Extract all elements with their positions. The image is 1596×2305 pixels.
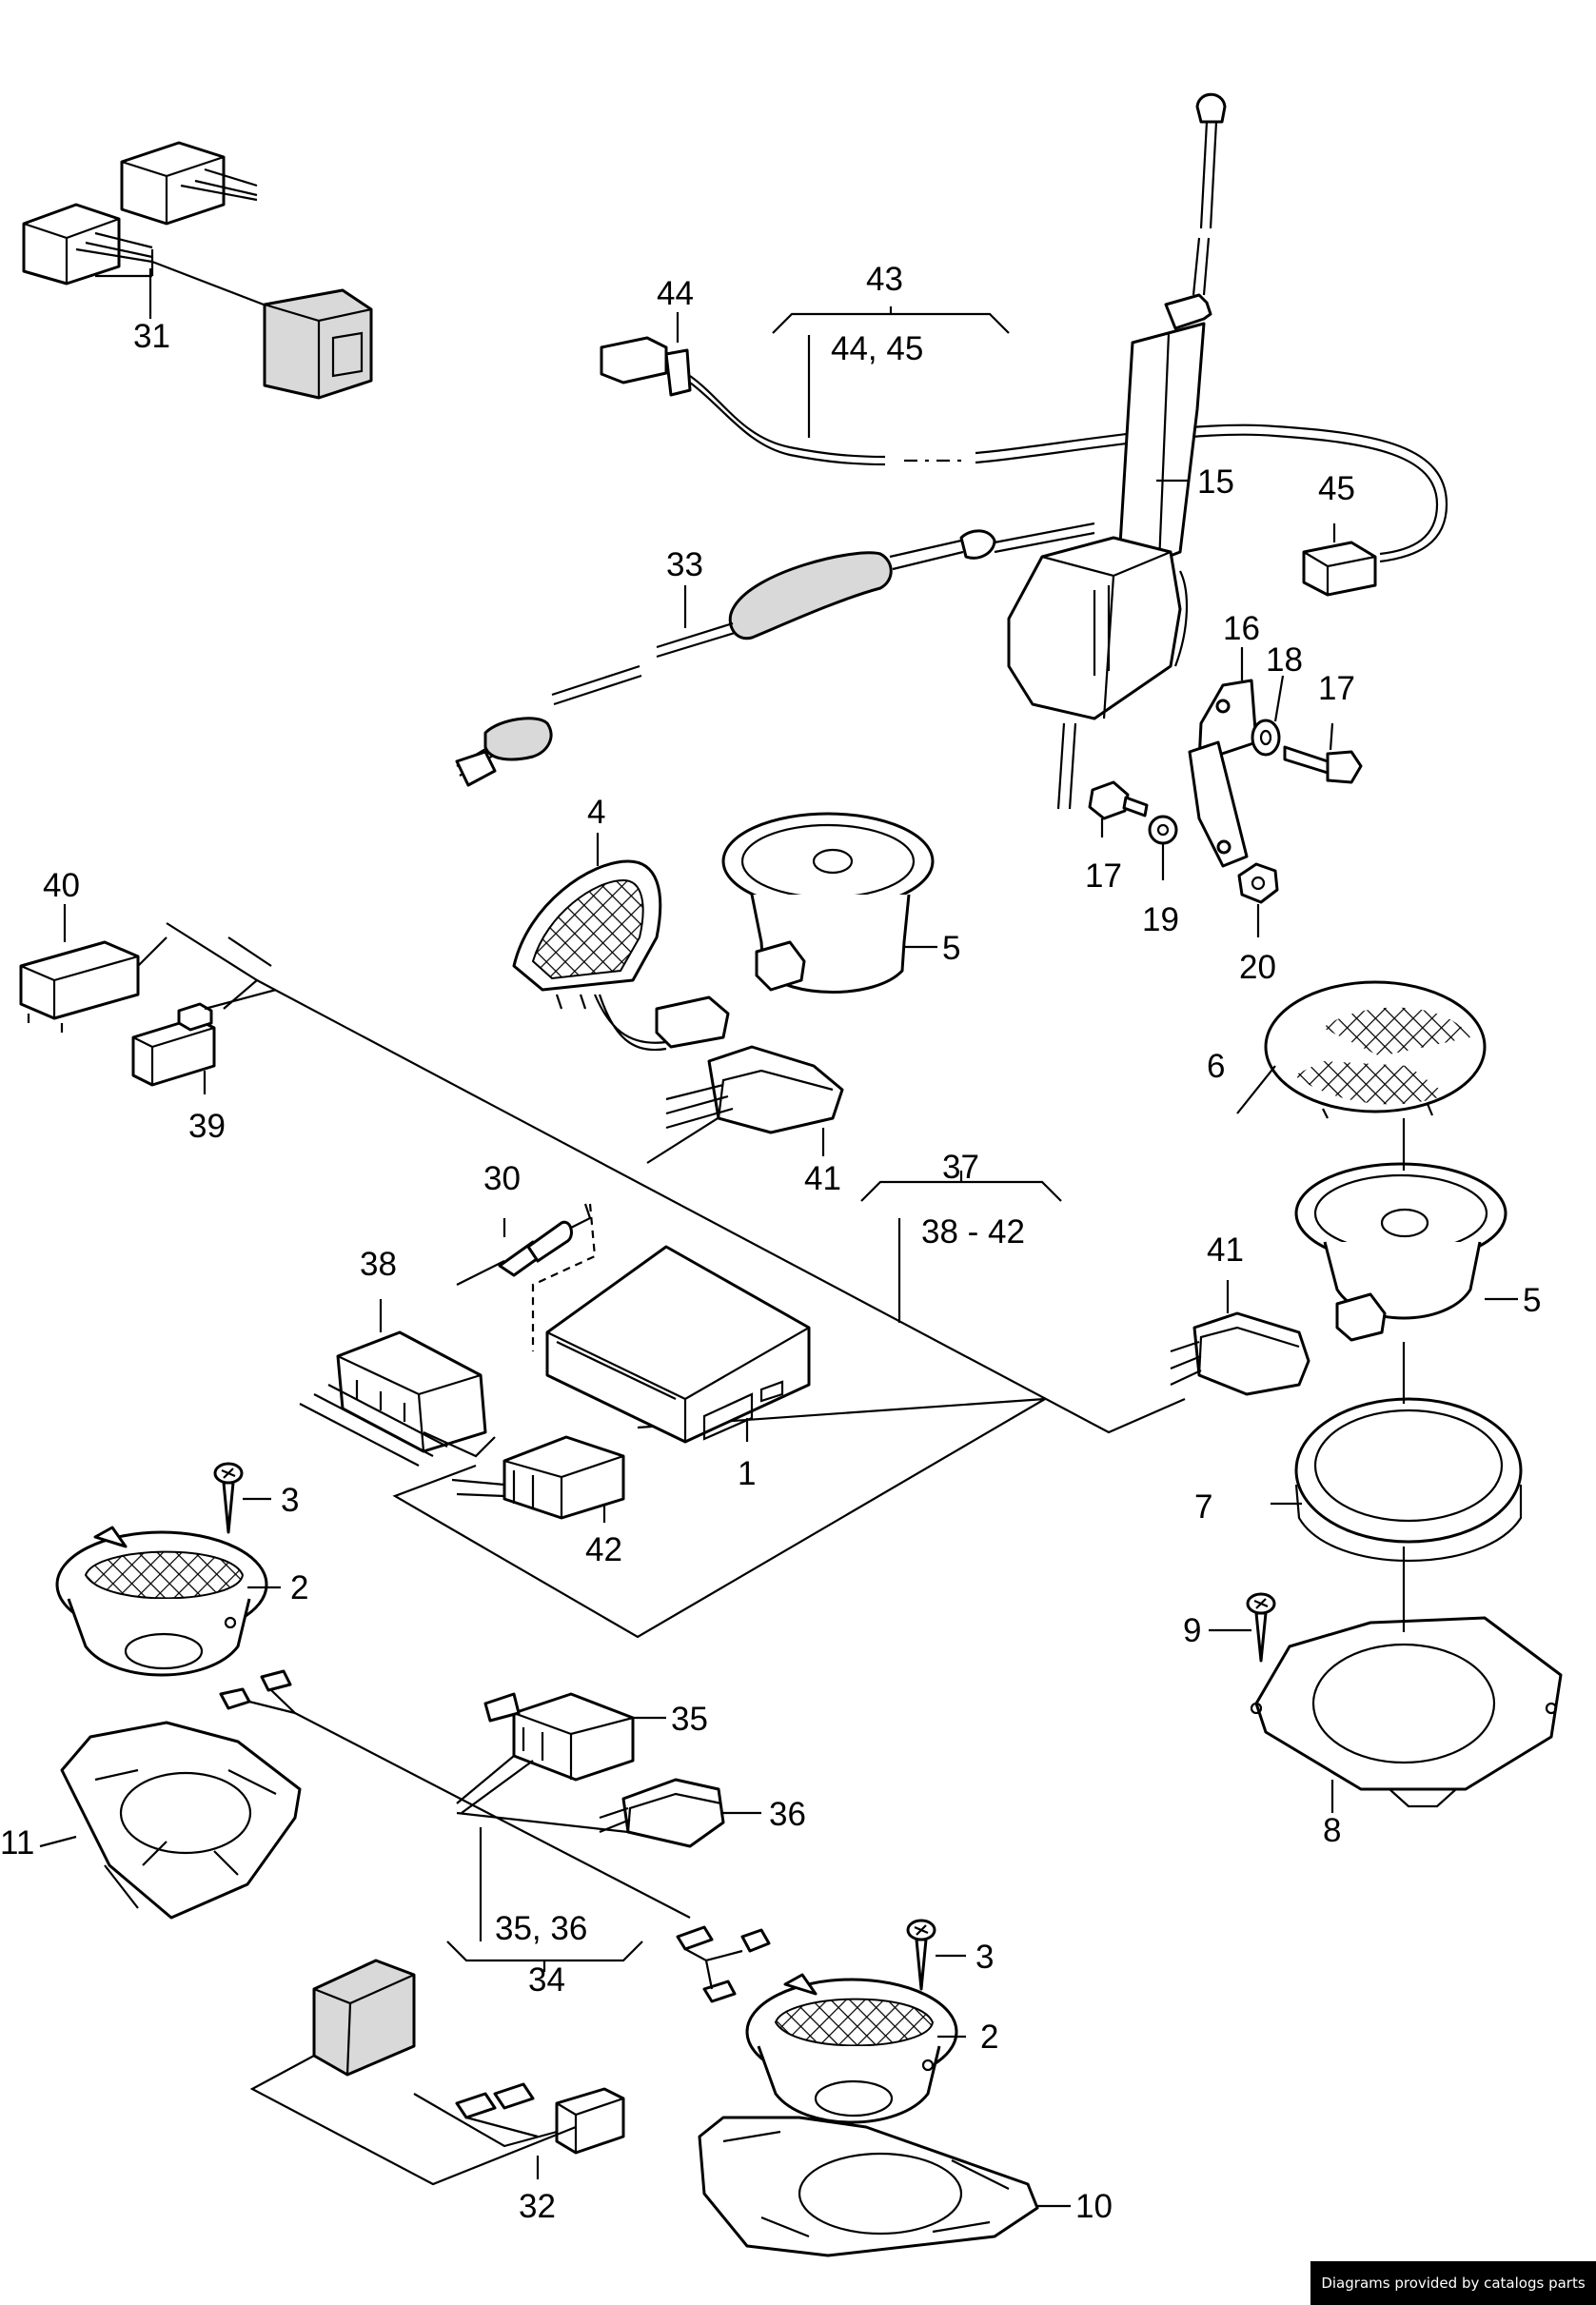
speaker-5-top[interactable]	[721, 812, 935, 994]
connector-group-31[interactable]	[22, 141, 373, 400]
connector-40[interactable]	[19, 936, 167, 1033]
label-42: 42	[585, 1531, 622, 1568]
label-37-sub: 38 - 42	[921, 1213, 1025, 1251]
label-16: 16	[1223, 610, 1260, 647]
spacer-ring-7[interactable]	[1294, 1397, 1523, 1563]
label-33: 33	[666, 546, 703, 583]
label-43-sub: 44, 45	[831, 330, 923, 367]
label-37: 37	[942, 1149, 979, 1186]
nut-20[interactable]	[1237, 862, 1279, 904]
label-36: 36	[769, 1796, 806, 1833]
connector-35[interactable]	[483, 1692, 635, 1782]
label-1: 1	[738, 1455, 756, 1492]
label-4: 4	[587, 794, 605, 831]
label-38: 38	[360, 1246, 397, 1283]
antenna-cable-43[interactable]	[600, 336, 1448, 597]
connector-41-mid[interactable]	[665, 1045, 844, 1134]
label-10: 10	[1075, 2188, 1113, 2225]
label-39: 39	[188, 1108, 226, 1145]
label-8: 8	[1323, 1812, 1341, 1849]
lock-washer-19[interactable]	[1148, 815, 1178, 845]
label-9: 9	[1183, 1612, 1201, 1649]
label-41b: 41	[1207, 1231, 1244, 1269]
credit-banner: Diagrams provided by catalogs parts	[1310, 2261, 1596, 2305]
speaker-5-right[interactable]	[1294, 1162, 1507, 1342]
label-17b: 17	[1085, 857, 1122, 895]
label-3b: 3	[975, 1939, 994, 1976]
power-antenna-15[interactable]	[1007, 92, 1227, 810]
label-30: 30	[483, 1160, 521, 1197]
label-35: 35	[671, 1701, 708, 1738]
label-18: 18	[1266, 641, 1303, 679]
label-43: 43	[866, 261, 903, 298]
label-34: 34	[528, 1961, 565, 1999]
label-32: 32	[519, 2188, 556, 2225]
label-19: 19	[1142, 901, 1179, 938]
label-45: 45	[1318, 470, 1355, 507]
washer-18[interactable]	[1251, 719, 1281, 757]
screw-3-bottom[interactable]	[906, 1919, 936, 1991]
label-2b: 2	[980, 2019, 998, 2056]
label-31: 31	[133, 318, 170, 355]
label-6: 6	[1207, 1048, 1225, 1085]
cable-33[interactable]	[455, 522, 1095, 787]
bracket-16[interactable]	[1188, 679, 1258, 868]
bolt-17-right[interactable]	[1283, 745, 1363, 784]
label-44: 44	[657, 275, 694, 312]
leader-lines	[39, 305, 1518, 2208]
adapter-plate-8[interactable]	[1250, 1616, 1563, 1808]
label-20: 20	[1239, 949, 1276, 986]
label-40: 40	[43, 867, 80, 904]
bolt-17-left[interactable]	[1088, 780, 1149, 820]
label-2a: 2	[290, 1569, 308, 1606]
callout-labels: 31 44 43 44, 45 15 45 33 16 18 17 17 19 …	[0, 261, 1541, 2225]
connector-42[interactable]	[451, 1435, 625, 1520]
label-3a: 3	[281, 1482, 299, 1519]
speaker-2-top[interactable]	[55, 1526, 268, 1677]
grille-6[interactable]	[1264, 980, 1487, 1119]
label-34-sub: 35, 36	[495, 1910, 587, 1947]
harness-34	[219, 1669, 771, 2003]
speaker-bracket-10[interactable]	[698, 2116, 1039, 2257]
label-5b: 5	[1523, 1282, 1541, 1319]
label-11: 11	[0, 1824, 34, 1862]
speaker-2-bottom[interactable]	[745, 1973, 958, 2124]
connector-36[interactable]	[599, 1778, 725, 1848]
label-41a: 41	[804, 1160, 841, 1197]
speaker-bracket-11[interactable]	[60, 1721, 302, 1920]
screw-9[interactable]	[1246, 1592, 1276, 1663]
connector-38[interactable]	[299, 1330, 496, 1467]
label-5a: 5	[942, 930, 960, 967]
label-7: 7	[1194, 1488, 1212, 1526]
connector-41-right[interactable]	[1170, 1311, 1310, 1396]
label-17a: 17	[1318, 670, 1355, 707]
label-15: 15	[1197, 463, 1234, 501]
antenna-adapter-30[interactable]	[456, 1203, 597, 1351]
connector-39[interactable]	[131, 988, 277, 1087]
tweeter-4[interactable]	[512, 859, 730, 1052]
relay-group-32[interactable]	[249, 1959, 625, 2186]
radio-1[interactable]	[545, 1245, 811, 1444]
screw-3-top[interactable]	[213, 1462, 244, 1534]
